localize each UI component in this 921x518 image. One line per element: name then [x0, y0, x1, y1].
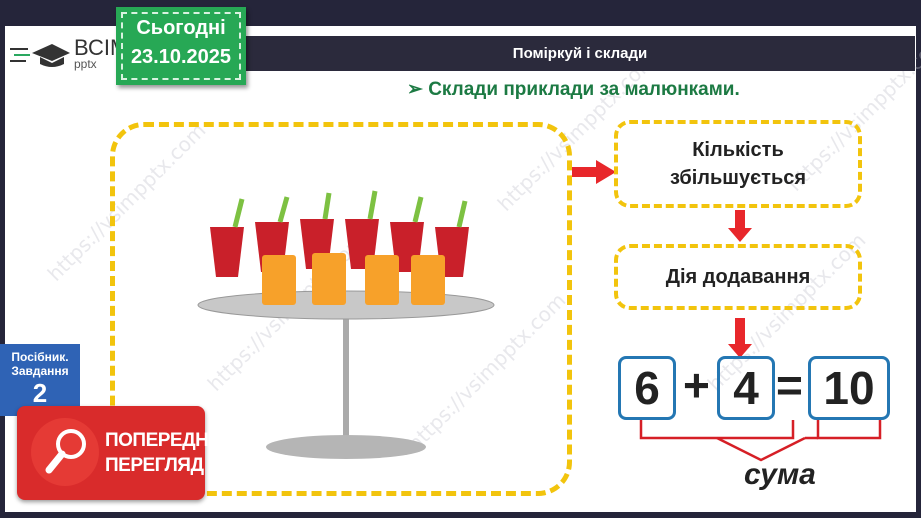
- picture-frame: [110, 122, 572, 496]
- box-quantity-increases: Кількість збільшується: [614, 120, 862, 208]
- preview-line1: ПОПЕРЕДНІЙ: [105, 430, 227, 451]
- sidebar-number: 2: [32, 378, 48, 408]
- box-text: Кількість збільшується: [669, 139, 807, 189]
- sidebar-task-button[interactable]: Посібник. Завдання 2: [0, 344, 80, 416]
- header-bar: Поміркуй і склади: [245, 34, 915, 71]
- plus-sign: +: [683, 359, 710, 411]
- juice-glasses-image: [197, 190, 495, 459]
- sum-bracket: [639, 420, 882, 462]
- date-badge: Сьогодні 23.10.2025: [116, 7, 246, 85]
- box-addition-action: Дія додавання: [614, 244, 862, 310]
- arrow-down-icon: [728, 210, 752, 242]
- sidebar-title: Посібник. Завдання: [11, 350, 69, 378]
- addend-2-box: 4: [717, 356, 775, 420]
- header-title: Поміркуй і склади: [512, 45, 648, 62]
- magnifier-icon: [31, 418, 99, 486]
- addend-1-box: 6: [618, 356, 676, 420]
- arrow-down-icon: [728, 318, 752, 358]
- graduation-cap-icon: [10, 44, 70, 67]
- preview-line2: ПЕРЕГЛЯД: [105, 455, 204, 476]
- sum-label: сума: [744, 458, 816, 491]
- equals-sign: =: [776, 359, 803, 411]
- date-label: Сьогодні: [136, 17, 226, 39]
- instruction: ➢ Склади приклади за малюнками.: [407, 79, 740, 100]
- logo: ВСІМ pptx: [10, 35, 129, 71]
- logo-text: ВСІМ: [74, 35, 129, 60]
- arrow-right-icon: [572, 160, 616, 184]
- sum-box: 10: [808, 356, 890, 420]
- box-text: Дія додавання: [665, 265, 811, 288]
- instruction-text: Склади приклади за малюнками.: [428, 79, 740, 100]
- logo-subtext: pptx: [74, 57, 97, 71]
- date-value: 23.10.2025: [130, 46, 232, 68]
- preview-button[interactable]: ПОПЕРЕДНІЙ ПЕРЕГЛЯД: [17, 406, 227, 500]
